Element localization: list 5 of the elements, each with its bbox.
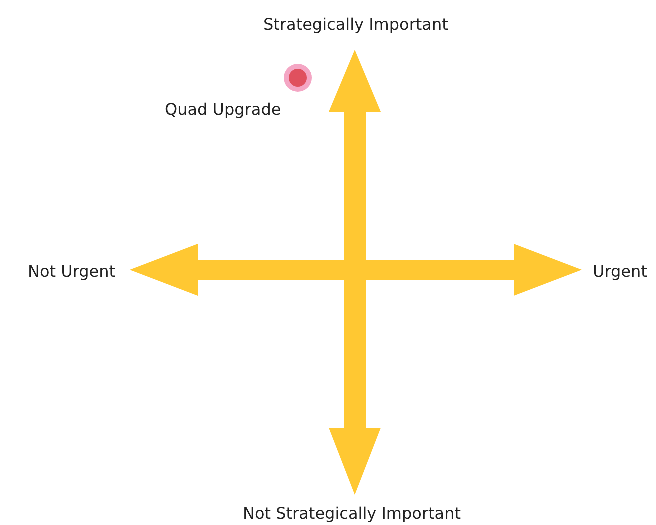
axis-label: Not Strategically Important xyxy=(243,504,462,524)
axis-label: Urgent xyxy=(593,262,648,282)
axis-label: Not Urgent xyxy=(28,262,116,282)
axis-label: Strategically Important xyxy=(264,15,448,35)
point-label: Quad Upgrade xyxy=(165,100,282,120)
